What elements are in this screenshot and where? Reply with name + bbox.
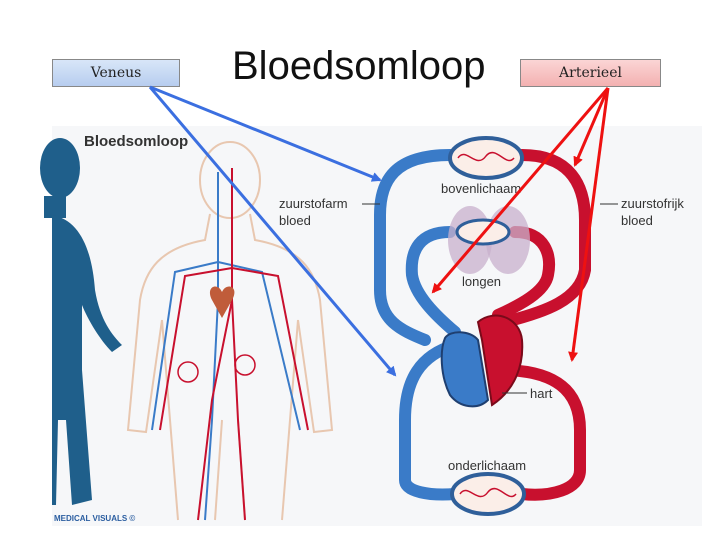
arrow-arterieel-lower: [568, 87, 610, 362]
veneus-label-box: Veneus: [52, 59, 180, 87]
credit-text: MEDICAL VISUALS ©: [54, 514, 135, 523]
label-deoxygenated-1: zuurstofarm: [279, 196, 348, 211]
arrow-veneus-upper: [149, 85, 382, 182]
arterieel-label: Arterieel: [559, 65, 622, 81]
body-heart-icon: [209, 286, 235, 318]
arterial-pointer-arrows: [431, 87, 610, 362]
upper-body-capillaries: [448, 136, 524, 180]
arrow-arterieel-lungs: [431, 87, 610, 294]
arrow-veneus-lower: [148, 86, 397, 377]
venous-loops: [374, 149, 461, 501]
page-title: Bloedsomloop: [232, 44, 486, 88]
label-deoxygenated-2: bloed: [279, 213, 311, 228]
arrow-arterieel-upper: [573, 87, 610, 167]
figure-panel: [52, 126, 702, 526]
veneus-label: Veneus: [90, 65, 142, 81]
label-lower-body: onderlichaam: [448, 458, 526, 473]
label-oxygenated-2: bloed: [621, 213, 653, 228]
label-lungs: longen: [462, 274, 501, 289]
inner-title: Bloedsomloop: [84, 133, 188, 150]
label-oxygenated-1: zuurstofrijk: [621, 196, 684, 211]
body-arteries: [159, 168, 309, 521]
venous-pointer-arrows: [148, 85, 397, 377]
arterieel-label-box: Arterieel: [520, 59, 661, 87]
lung-icon: [448, 206, 530, 274]
heart-icon: [440, 314, 524, 408]
label-heart: hart: [530, 386, 553, 401]
kidney-icons: [177, 354, 256, 383]
body-silhouette: [40, 138, 122, 505]
label-upper-body: bovenlichaam: [441, 181, 521, 196]
lower-body-capillaries: [450, 472, 526, 516]
arterial-loops: [492, 149, 591, 501]
